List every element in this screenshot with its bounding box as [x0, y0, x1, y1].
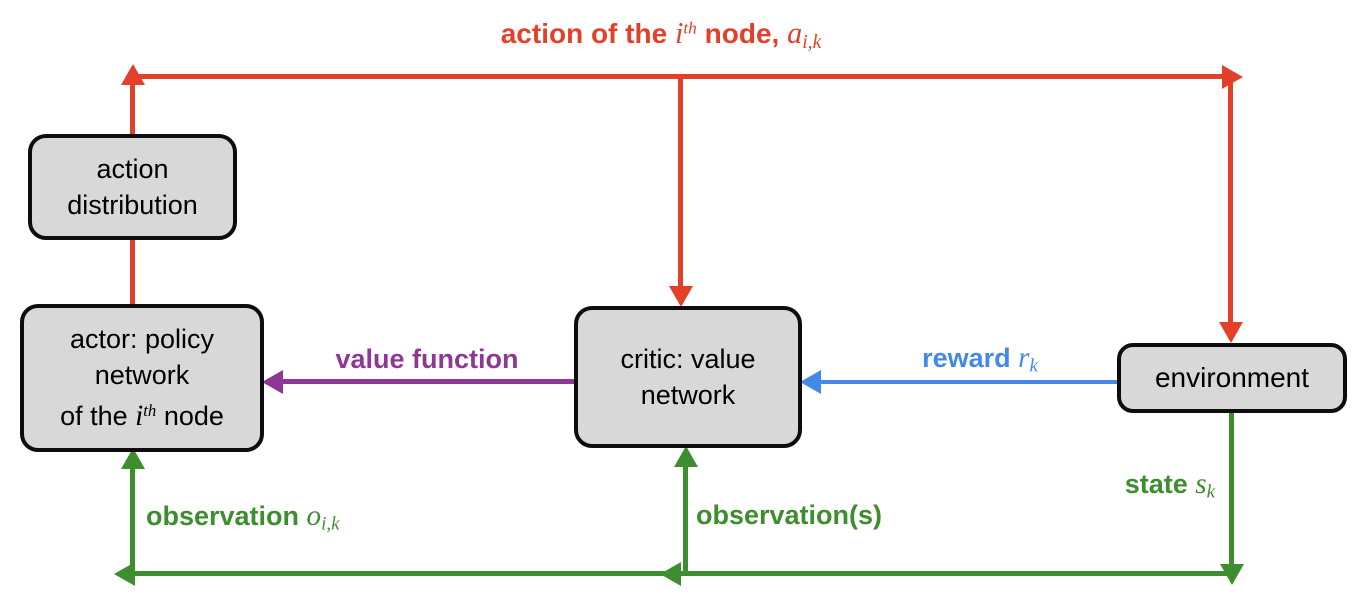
- node-action-distribution-line2: distribution: [67, 190, 198, 220]
- node-environment: environment: [1117, 343, 1347, 413]
- edge-label-observation-critic: observation(s): [696, 500, 883, 530]
- observation-arrowhead-up-critic-icon: [674, 446, 698, 467]
- node-critic-line1: critic: value: [620, 344, 756, 374]
- reward-edge: [818, 380, 1117, 384]
- value-function-edge: [280, 379, 574, 384]
- edge-label-state: state sk: [1124, 468, 1215, 503]
- observation-arrowhead-left-end-icon: [114, 562, 135, 586]
- node-actor: actor: policy network of the ith node: [20, 304, 264, 452]
- node-action-distribution: action distribution: [28, 134, 237, 240]
- node-critic: critic: value network: [574, 306, 802, 448]
- node-environment-label: environment: [1154, 362, 1310, 393]
- action-edge-vertical-right: [1228, 79, 1233, 324]
- action-arrowhead-down-critic-icon: [669, 286, 693, 307]
- observation-arrowhead-left-middle-icon: [660, 562, 681, 586]
- edge-label-observation-actor: observation oi,k: [146, 500, 340, 535]
- node-action-distribution-line1: action: [96, 154, 169, 184]
- state-arrowhead-down-icon: [1220, 564, 1244, 585]
- node-critic-line2: network: [640, 380, 736, 410]
- node-actor-line3: of the ith node: [60, 400, 224, 433]
- node-actor-line2: network: [94, 360, 190, 391]
- observation-edge-vertical-middle: [683, 460, 688, 573]
- observation-arrowhead-up-actor-icon: [121, 448, 145, 469]
- action-arrowhead-right-icon: [1222, 65, 1243, 89]
- observation-edge-horizontal-bottom: [130, 571, 1232, 576]
- observation-edge-vertical-left: [130, 462, 135, 573]
- state-edge-vertical-right: [1229, 412, 1234, 566]
- edge-label-value-function: value function: [335, 344, 519, 374]
- edge-label-action: action of the ith node, ai,k: [500, 16, 822, 53]
- edge-label-reward: reward rk: [922, 342, 1038, 377]
- action-edge-vertical-middle: [678, 76, 683, 288]
- node-actor-line1: actor: policy: [69, 324, 215, 355]
- reward-arrowhead-left-icon: [800, 370, 821, 394]
- action-arrowhead-down-environment-icon: [1219, 322, 1243, 343]
- value-function-arrowhead-left-icon: [262, 370, 283, 394]
